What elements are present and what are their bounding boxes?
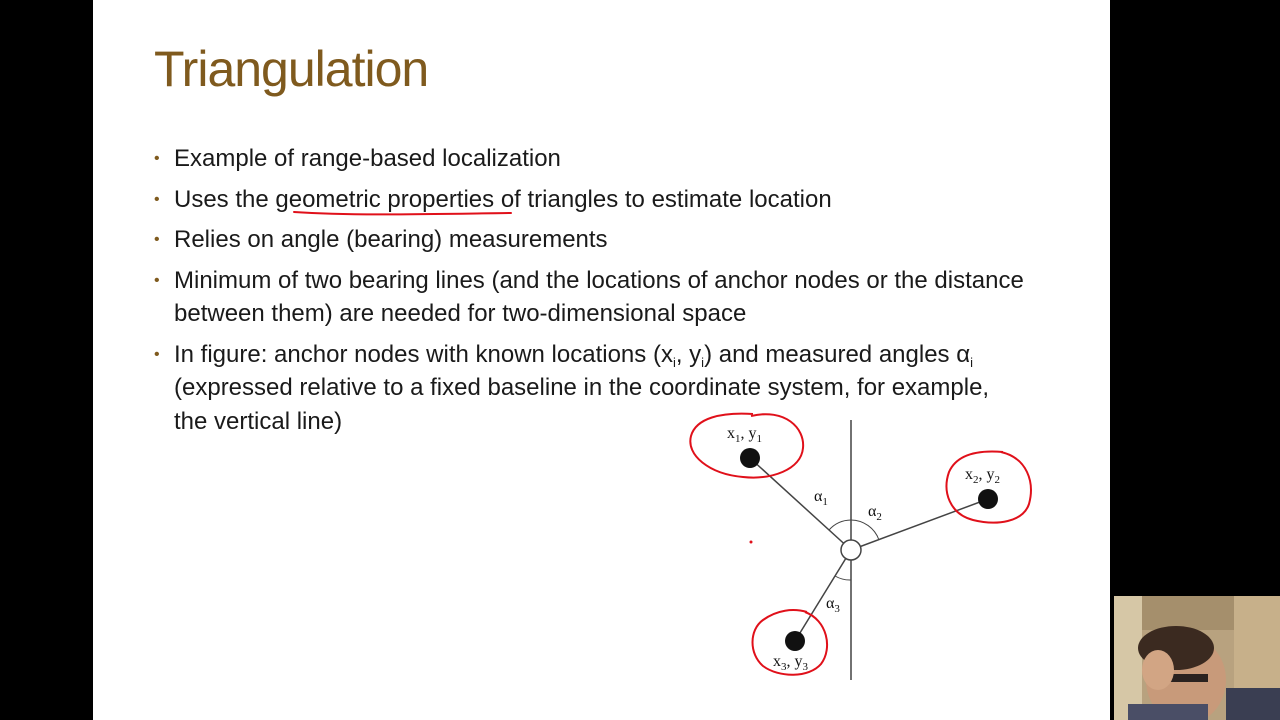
unknown-node xyxy=(840,539,862,561)
angle-label-2: α2 xyxy=(868,503,882,523)
angle-arc-2 xyxy=(850,519,880,541)
bullet-text-seg: (expressed relative to a fixed baseline … xyxy=(174,374,990,435)
slide-title: Triangulation xyxy=(154,41,429,97)
bearing-line-3 xyxy=(794,549,852,642)
bullet-text: Minimum of two bearing lines (and the lo… xyxy=(174,266,1024,328)
bullet-dot: • xyxy=(154,190,160,208)
angle-arc-3 xyxy=(834,575,852,581)
bullet-text-seg: In figure: anchor nodes with known locat… xyxy=(174,340,673,368)
bullet-list: • Example of range-based localization • Us… xyxy=(154,142,1054,445)
angle-arc-1 xyxy=(828,519,852,531)
annotation-dot xyxy=(749,540,753,544)
bullet-item: • Example of range-based localization xyxy=(154,142,1054,176)
subscript: i xyxy=(701,354,705,370)
bullet-item: • Uses the geometric properties of triang… xyxy=(154,183,1054,217)
anchor-label-2: x2, y2 xyxy=(965,466,1000,486)
bearing-line-2 xyxy=(850,498,989,551)
bullet-text: Example of range-based localization xyxy=(174,145,561,172)
bearing-line-1 xyxy=(749,457,852,551)
bullet-text-pre: Uses the xyxy=(174,185,276,213)
anchor-node-1 xyxy=(740,448,760,468)
bullet-item: • Relies on angle (bearing) measurements xyxy=(154,223,1054,257)
underlined-phrase: geometric properties xyxy=(275,185,495,213)
bullet-dot: • xyxy=(154,345,160,363)
angle-label-1: α1 xyxy=(814,488,828,508)
bullet-dot: • xyxy=(154,150,160,167)
subscript: i xyxy=(672,354,676,370)
webcam-overlay xyxy=(1114,596,1280,720)
annotation-circle-2 xyxy=(945,450,1032,524)
annotation-circle-3 xyxy=(751,609,829,676)
bullet-text-seg: , y xyxy=(675,340,702,368)
anchor-label-3: x3, y3 xyxy=(773,653,809,673)
bullet-text-post: of triangles to estimate location xyxy=(494,185,832,213)
bullet-dot: • xyxy=(154,271,160,289)
bullet-text: Relies on angle (bearing) measurements xyxy=(174,226,608,253)
bullet-item: • Minimum of two bearing lines (and the l… xyxy=(154,264,1054,331)
webcam-image xyxy=(1114,596,1280,720)
subscript: i xyxy=(970,354,973,370)
bullet-item: • In figure: anchor nodes with known loca… xyxy=(154,338,1024,439)
bullet-dot: • xyxy=(154,231,160,248)
slide: Triangulation • Example of range-based lo… xyxy=(93,0,1110,720)
anchor-node-3 xyxy=(785,631,805,651)
bullet-text-seg: ) and measured angles α xyxy=(704,340,971,368)
anchor-node-2 xyxy=(978,489,998,509)
angle-label-3: α3 xyxy=(826,595,840,615)
